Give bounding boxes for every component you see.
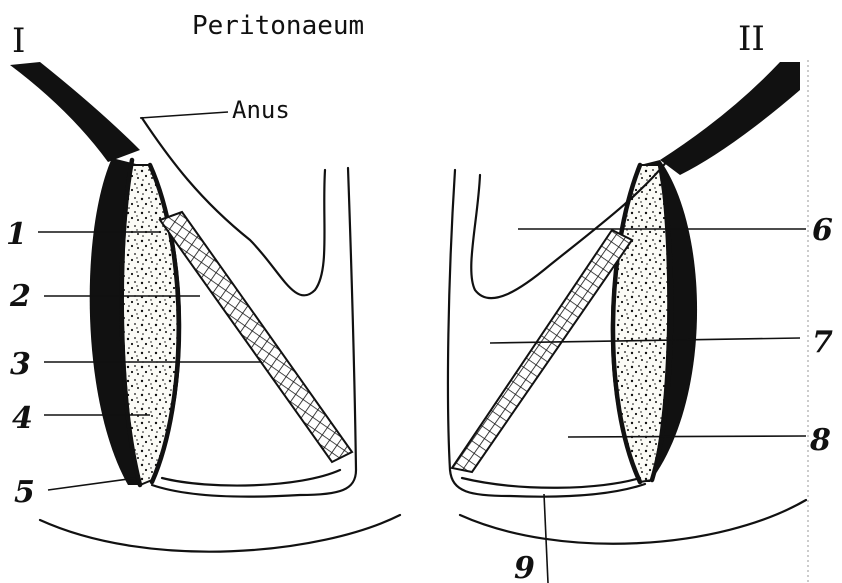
anus-label: Anus [232, 96, 290, 124]
right-inner-bowl [462, 478, 640, 488]
panel-left-roman: I [12, 21, 25, 61]
right-crosshatch-band [452, 230, 632, 472]
left-dark-band [10, 62, 140, 162]
right-stipple-region [612, 165, 668, 482]
label-4: 4 [12, 401, 33, 436]
right-dark-band [660, 62, 800, 175]
figure-title: Peritonaeum [192, 11, 364, 41]
left-outer-curve [40, 515, 400, 552]
label-7: 7 [812, 325, 833, 360]
label-8: 8 [809, 423, 831, 458]
right-outer-curve [460, 500, 806, 544]
right-panel [448, 60, 808, 583]
label-5: 5 [14, 475, 35, 510]
label-2: 2 [9, 279, 31, 314]
left-panel [10, 62, 400, 552]
leader-5 [48, 478, 136, 490]
label-1: 1 [6, 217, 27, 252]
leader-8 [568, 436, 806, 437]
left-inner-bowl [162, 470, 340, 486]
label-9: 9 [514, 551, 535, 583]
anus-leader [140, 112, 228, 118]
label-3: 3 [10, 347, 31, 382]
panel-right-roman: II [738, 19, 765, 59]
label-6: 6 [812, 213, 833, 248]
